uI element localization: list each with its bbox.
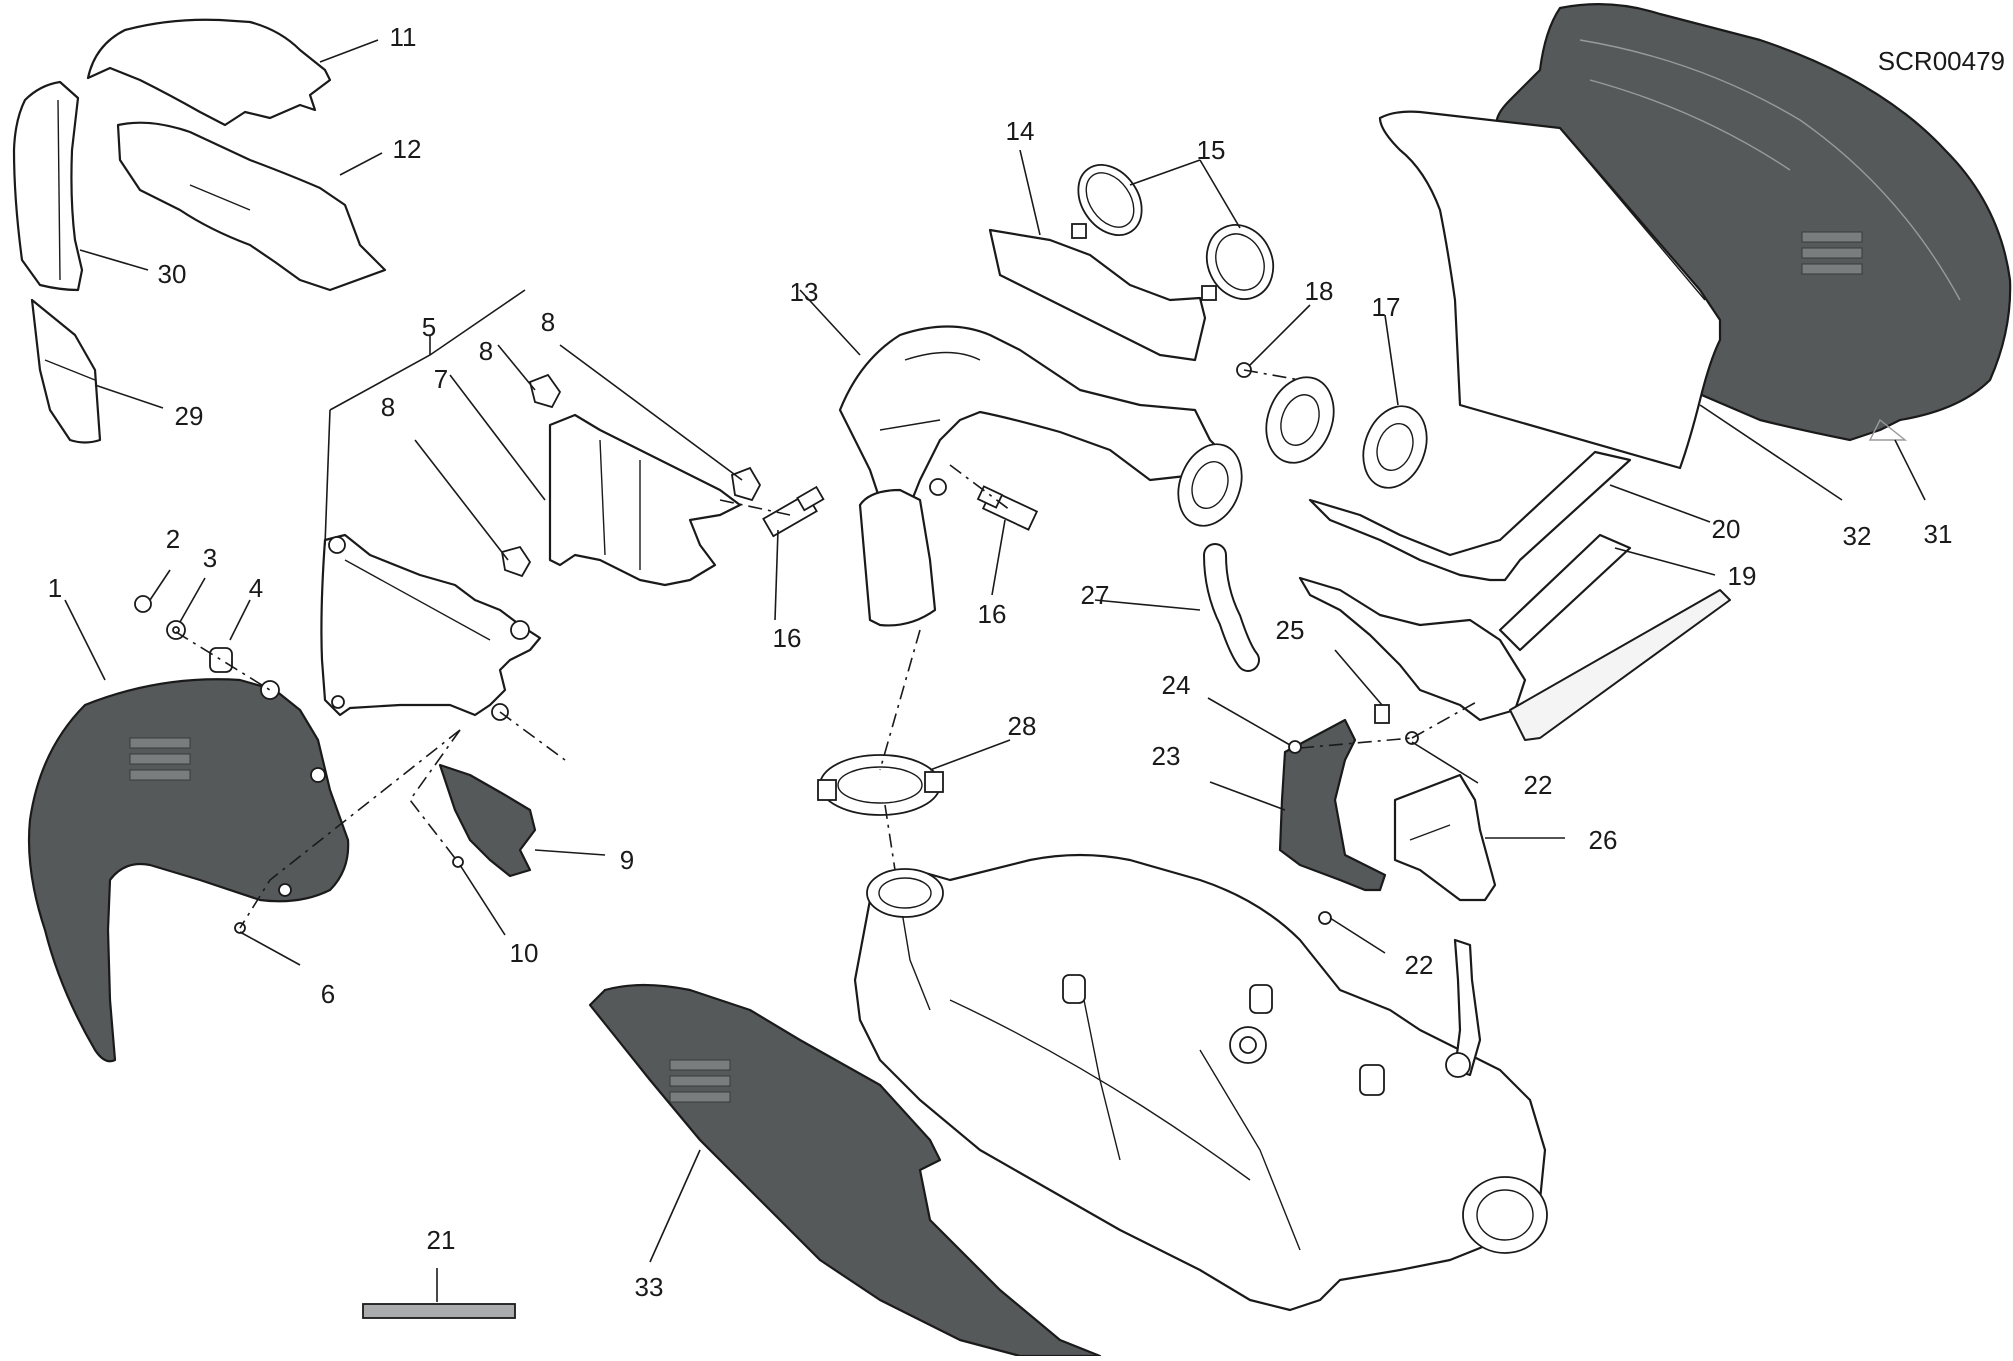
label-30: 30 <box>158 259 187 289</box>
part-9 <box>438 763 537 878</box>
part-10-screw <box>452 856 464 868</box>
part-33-heat-shield <box>588 983 1102 1358</box>
part-14 <box>988 228 1207 362</box>
label-31: 31 <box>1924 519 1953 549</box>
part-8-c <box>500 545 532 578</box>
label-4: 4 <box>249 573 263 603</box>
part-26 <box>1393 773 1497 902</box>
label-19: 19 <box>1728 561 1757 591</box>
label-8-a: 8 <box>479 336 493 366</box>
label-6: 6 <box>321 979 335 1009</box>
label-18: 18 <box>1305 276 1334 306</box>
part-13-exhaust-header <box>838 325 1242 627</box>
label-23: 23 <box>1152 741 1181 771</box>
part-25-clip <box>1374 704 1390 724</box>
part-21-bar <box>362 1303 516 1319</box>
part-12 <box>116 121 387 292</box>
part-8-a <box>528 373 562 409</box>
leader-lines <box>64 39 1926 1302</box>
part-24-screw <box>1288 740 1302 754</box>
assembly-lines <box>175 369 1481 929</box>
part-27-hose <box>1203 543 1260 672</box>
label-9: 9 <box>620 845 634 875</box>
label-1: 1 <box>48 573 62 603</box>
label-2: 2 <box>166 524 180 554</box>
label-12: 12 <box>393 134 422 164</box>
ducati-logo-mark <box>129 737 191 781</box>
silencer-body <box>853 853 1548 1312</box>
part-15-clamp-a <box>1071 164 1143 239</box>
part-22-screw-b <box>1318 911 1332 925</box>
label-16-a: 16 <box>773 623 802 653</box>
part-28-band-clamp <box>817 754 944 816</box>
part-32-shield-panel <box>1378 110 1722 470</box>
part-30 <box>12 80 84 292</box>
part-23 <box>1278 718 1387 892</box>
label-11: 11 <box>390 22 417 52</box>
part-number-labels: 1 2 3 4 5 6 7 8 8 8 9 10 11 12 13 14 15 … <box>48 22 1953 1302</box>
label-15: 15 <box>1197 135 1226 165</box>
part-11 <box>86 18 332 127</box>
label-7: 7 <box>434 364 448 394</box>
part-29 <box>30 298 102 444</box>
label-22-a: 22 <box>1524 770 1553 800</box>
part-1-heat-shield <box>27 678 350 1063</box>
label-8-b: 8 <box>541 307 555 337</box>
shield-slab <box>1509 589 1731 741</box>
label-26: 26 <box>1589 825 1618 855</box>
diagram-code: SCR00479 <box>1878 46 2005 76</box>
label-14: 14 <box>1006 116 1035 146</box>
label-13: 13 <box>790 277 819 307</box>
label-5: 5 <box>422 312 436 342</box>
part-5-bracket <box>320 533 542 721</box>
label-32: 32 <box>1843 521 1872 551</box>
label-22-b: 22 <box>1405 950 1434 980</box>
label-25: 25 <box>1276 615 1305 645</box>
label-8-c: 8 <box>381 392 395 422</box>
label-10: 10 <box>510 938 539 968</box>
part-2-screw <box>134 595 152 613</box>
label-29: 29 <box>175 401 204 431</box>
part-17-gasket-c <box>1177 443 1243 527</box>
ducati-logo-mark <box>1801 231 1863 275</box>
label-27: 27 <box>1081 580 1110 610</box>
part-8-b <box>731 466 762 502</box>
part-17-gasket-b <box>1362 405 1428 489</box>
label-24: 24 <box>1162 670 1191 700</box>
label-17: 17 <box>1372 292 1401 322</box>
part-7 <box>548 413 742 587</box>
label-3: 3 <box>203 543 217 573</box>
label-21: 21 <box>427 1225 456 1255</box>
label-20: 20 <box>1712 514 1741 544</box>
part-16-sensor-a <box>762 485 825 538</box>
label-16-b: 16 <box>978 599 1007 629</box>
label-33: 33 <box>635 1272 664 1302</box>
label-28: 28 <box>1008 711 1037 741</box>
part-19 <box>1298 533 1632 722</box>
part-4-bush <box>209 647 233 673</box>
ducati-logo-mark <box>669 1059 731 1103</box>
part-17-gasket-a <box>1265 376 1335 464</box>
part-20 <box>1308 450 1632 582</box>
part-15-clamp-b <box>1201 224 1275 301</box>
